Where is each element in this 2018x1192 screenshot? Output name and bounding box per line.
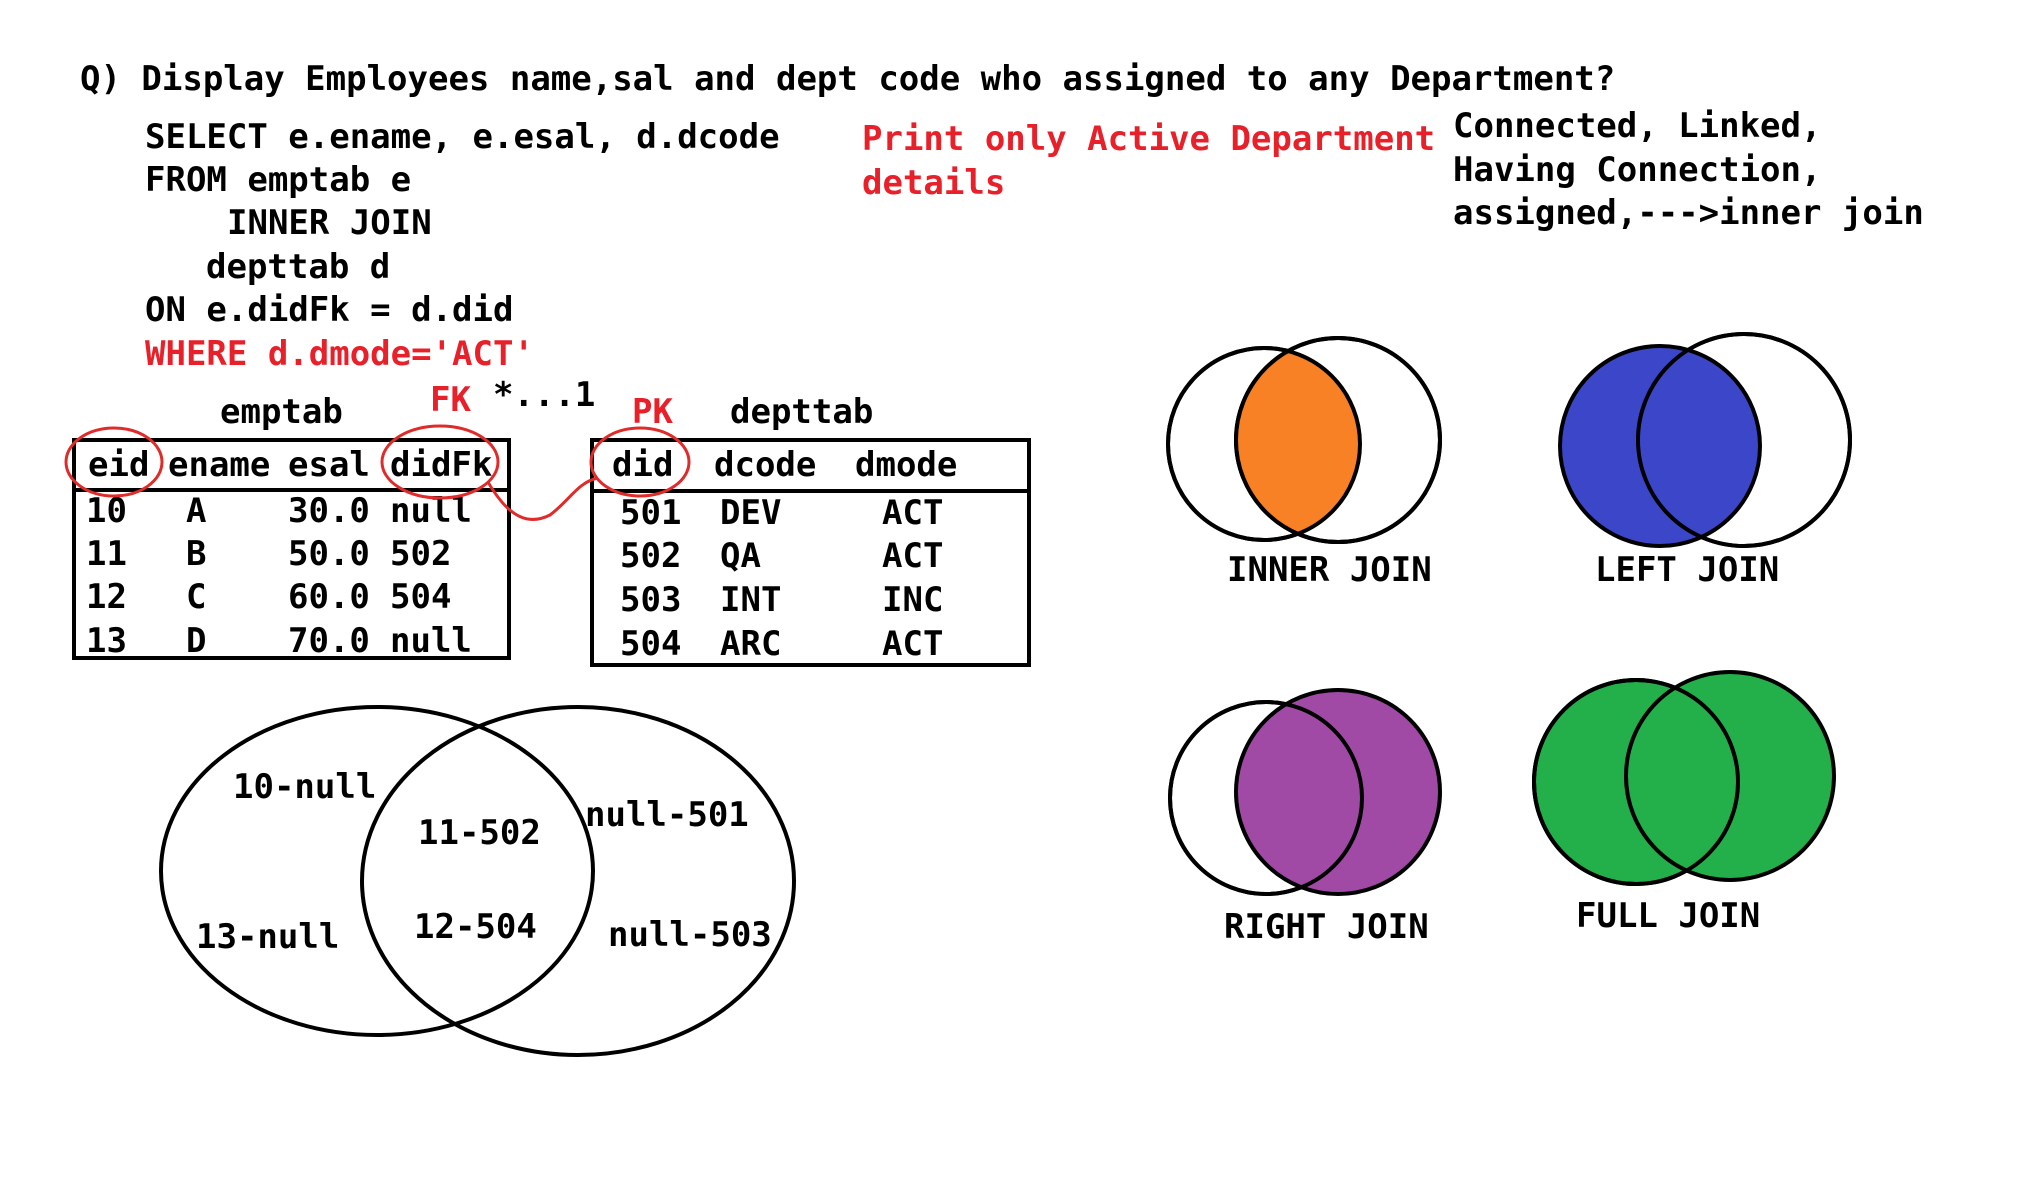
emptab-cell: 10: [86, 491, 127, 531]
emptab-title: emptab: [220, 392, 343, 432]
venn-left-only-bottom: 13-null: [196, 917, 340, 957]
inner-join-overlap-fill: [1236, 348, 1360, 540]
query-line-inner-join: INNER JOIN: [227, 203, 432, 243]
emptab-cell: 60.0: [288, 577, 370, 617]
depttab-cell: ACT: [882, 536, 944, 576]
venn-left-only-top: 10-null: [233, 767, 377, 807]
emptab-cell: 70.0: [288, 621, 370, 661]
emptab-cell: B: [186, 534, 207, 574]
emptab-cell: 11: [86, 534, 127, 574]
depttab-header-dcode: dcode: [714, 445, 817, 485]
emptab-cell: 12: [86, 577, 127, 617]
emptab-cell: C: [186, 577, 207, 617]
inner-join-label: INNER JOIN: [1227, 550, 1432, 590]
full-join-right-circle: [1624, 670, 1836, 882]
didfk-highlight-circle: [380, 424, 500, 500]
emptab-cell: 504: [390, 577, 452, 617]
emptab-cell: A: [186, 491, 207, 531]
question-text: Q) Display Employees name,sal and dept c…: [80, 59, 1616, 99]
fk-label: FK: [430, 380, 471, 420]
emptab-cell: null: [390, 491, 472, 531]
note-red-line2: details: [862, 163, 1006, 203]
emptab-cell: 30.0: [288, 491, 370, 531]
cardinality-label: *...1: [493, 375, 596, 415]
emptab-header-ename: ename: [168, 445, 271, 485]
query-line-select: SELECT e.ename, e.esal, d.dcode: [145, 117, 780, 157]
depttab-header-divider: [594, 489, 1027, 493]
depttab-cell: ACT: [882, 624, 944, 664]
depttab-cell: 504: [620, 624, 682, 664]
query-line-on: ON e.didFk = d.did: [145, 290, 514, 330]
fk-pk-link-curve: [486, 476, 599, 521]
pk-label: PK: [632, 392, 673, 432]
depttab-cell: DEV: [720, 493, 782, 533]
depttab-table: [590, 438, 1031, 667]
venn-both-top: 11-502: [418, 813, 541, 853]
right-join-label: RIGHT JOIN: [1224, 907, 1429, 947]
depttab-header-dmode: dmode: [855, 445, 958, 485]
venn-depttab-circle: [360, 705, 796, 1057]
emptab-cell: 502: [390, 534, 452, 574]
venn-right-only-top: null-501: [585, 795, 749, 835]
emptab-cell: null: [390, 621, 472, 661]
eid-highlight-circle: [64, 426, 164, 498]
depttab-cell: 501: [620, 493, 682, 533]
note-red-line1: Print only Active Department: [862, 119, 1436, 159]
query-line-depttab: depttab d: [206, 247, 391, 287]
right-join-right-circle: [1234, 688, 1442, 896]
depttab-cell: INC: [882, 580, 944, 620]
emptab-header-eid: eid: [88, 445, 150, 485]
emptab-cell: 50.0: [288, 534, 370, 574]
depttab-cell: 503: [620, 580, 682, 620]
emptab-table: [72, 438, 511, 660]
venn-right-only-bottom: null-503: [608, 915, 772, 955]
emptab-header-esal: esal: [288, 445, 370, 485]
did-highlight-circle: [589, 426, 691, 498]
venn-emptab-circle: [159, 705, 595, 1037]
note-line1: Connected, Linked,: [1453, 106, 1822, 146]
full-join-label: FULL JOIN: [1576, 896, 1761, 936]
depttab-cell: 502: [620, 536, 682, 576]
emptab-cell: D: [186, 621, 207, 661]
emptab-header-didfk: didFk: [390, 445, 493, 485]
emptab-cell: 13: [86, 621, 127, 661]
query-line-where: WHERE d.dmode='ACT': [145, 334, 534, 374]
depttab-cell: ARC: [720, 624, 782, 664]
query-line-from: FROM emptab e: [145, 160, 412, 200]
note-line2: Having Connection,: [1453, 150, 1822, 190]
left-join-left-circle: [1558, 344, 1762, 548]
note-line3: assigned,--->inner join: [1453, 193, 1924, 233]
emptab-header-divider: [76, 488, 507, 492]
depttab-cell: INT: [720, 580, 782, 620]
left-join-label: LEFT JOIN: [1595, 550, 1780, 590]
venn-both-bottom: 12-504: [414, 907, 537, 947]
depttab-title: depttab: [730, 392, 874, 432]
depttab-cell: ACT: [882, 493, 944, 533]
depttab-header-did: did: [612, 445, 674, 485]
depttab-cell: QA: [720, 536, 761, 576]
